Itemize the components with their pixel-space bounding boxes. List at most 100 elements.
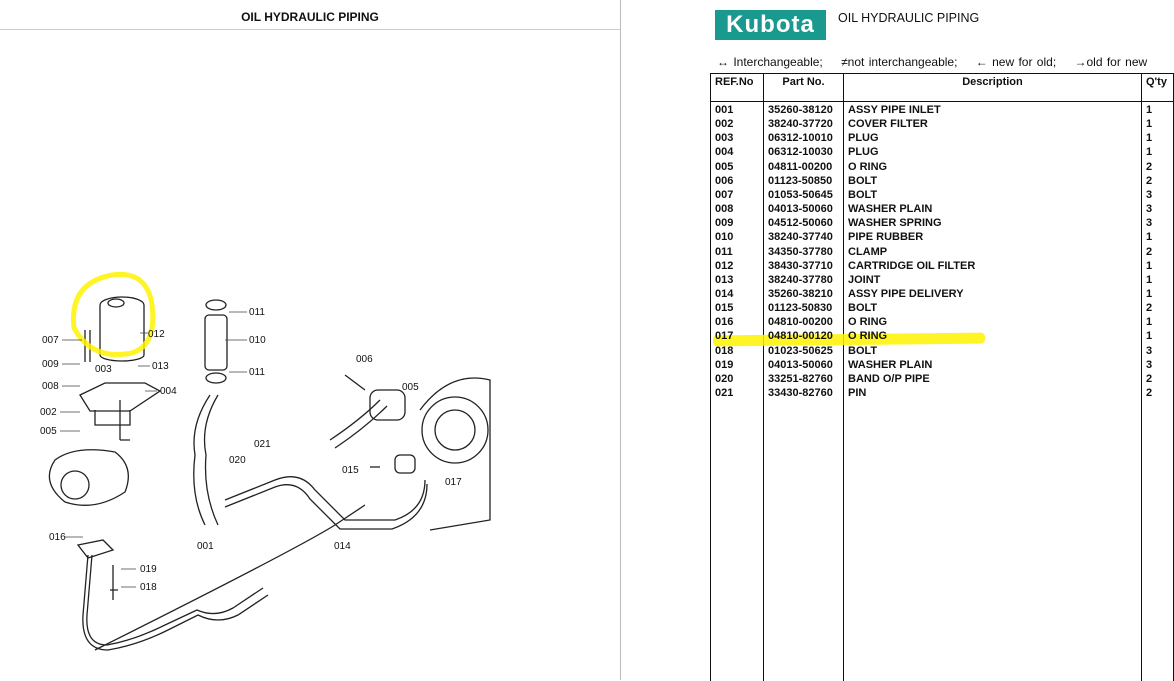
part-no-cell: 04810-00200 [768, 316, 833, 329]
table-row: 010 38240-37740 PIPE RUBBER 1 [711, 230, 1173, 244]
description-cell: PLUG [848, 146, 879, 159]
description-cell: BAND O/P PIPE [848, 372, 930, 385]
callout-005: 005 [40, 426, 57, 437]
diagram-title: OIL HYDRAULIC PIPING [241, 10, 379, 24]
callout-011: 011 [249, 307, 265, 318]
part-no-cell: 33251-82760 [768, 372, 833, 385]
interchangeability-legend: ↔ Interchangeable; ≠not interchangeable;… [717, 55, 1161, 69]
parts-list-title: OIL HYDRAULIC PIPING [838, 11, 980, 25]
callout-016: 016 [49, 532, 66, 543]
ref-no-cell: 019 [715, 358, 734, 371]
description-cell: BOLT [848, 188, 878, 201]
oil-filter-drawing [99, 296, 145, 362]
description-cell: PLUG [848, 132, 879, 145]
qty-cell: 1 [1146, 231, 1153, 244]
description-cell: BOLT [848, 174, 878, 187]
ref-no-cell: 002 [715, 118, 734, 131]
ref-no-cell: 003 [715, 132, 734, 145]
part-no-cell: 01123-50850 [768, 174, 833, 187]
part-no-cell: 38430-37710 [768, 259, 833, 272]
qty-cell: 1 [1146, 104, 1153, 116]
callout-003: 003 [95, 364, 112, 375]
qty-cell: 2 [1146, 387, 1153, 399]
ref-no-cell: 020 [715, 372, 734, 385]
qty-cell: 1 [1146, 287, 1153, 300]
legend-new-for-old: ← new for old; [975, 55, 1057, 69]
description-cell: PIN [848, 387, 867, 399]
ref-no-cell: 016 [715, 316, 734, 329]
callout-011b: 011 [249, 367, 265, 378]
ref-no-cell: 007 [715, 188, 734, 201]
ref-no-cell: 012 [715, 259, 734, 272]
callout-018: 018 [140, 582, 157, 593]
ref-no-cell: 010 [715, 231, 734, 244]
part-no-cell: 04013-50060 [768, 358, 833, 371]
part-no-cell: 04810-00120 [768, 330, 833, 343]
callout-006: 006 [356, 354, 373, 365]
description-cell: CLAMP [848, 245, 888, 258]
ref-no-cell: 015 [715, 302, 734, 315]
description-cell: PIPE RUBBER [848, 231, 924, 244]
description-cell: CARTRIDGE OIL FILTER [848, 259, 976, 272]
part-no-cell: 04512-50060 [768, 217, 833, 230]
legend-interchangeable: ↔ Interchangeable; [717, 55, 823, 69]
ref-no-cell: 008 [715, 203, 734, 216]
header-qty: Q'ty [1146, 76, 1167, 88]
legend-not-interchangeable: ≠not interchangeable; [841, 55, 958, 69]
exploded-parts-diagram: 007 012 009 003 013 008 004 002 005 011 … [40, 271, 491, 651]
callout-007: 007 [42, 335, 59, 346]
description-cell: BOLT [848, 302, 878, 315]
qty-cell: 3 [1146, 203, 1153, 216]
callout-015: 015 [342, 465, 359, 476]
qty-cell: 3 [1146, 217, 1153, 230]
title-rule [0, 29, 620, 30]
ref-no-cell: 005 [715, 160, 734, 173]
qty-cell: 2 [1146, 245, 1153, 258]
callout-001: 001 [197, 541, 214, 552]
page-divider [620, 0, 621, 680]
callout-002: 002 [40, 407, 57, 418]
qty-cell: 3 [1146, 344, 1153, 357]
highlight-circle [70, 271, 156, 358]
description-cell: ASSY PIPE INLET [848, 104, 941, 116]
part-no-cell: 38240-37740 [768, 231, 833, 244]
ref-no-cell: 001 [715, 104, 734, 116]
header-description: Description [962, 76, 1023, 88]
qty-cell: 2 [1146, 174, 1153, 187]
part-no-cell: 38240-37720 [768, 118, 833, 131]
qty-cell: 1 [1146, 316, 1153, 329]
callout-019: 019 [140, 564, 157, 575]
qty-cell: 1 [1146, 259, 1153, 272]
qty-cell: 2 [1146, 372, 1153, 385]
part-no-cell: 06312-10010 [768, 132, 833, 145]
part-no-cell: 33430-82760 [768, 387, 833, 399]
callout-014: 014 [334, 541, 351, 552]
part-no-cell: 04811-00200 [768, 160, 833, 173]
part-no-cell: 01053-50645 [768, 188, 833, 201]
part-no-cell: 04013-50060 [768, 203, 833, 216]
callout-012: 012 [148, 329, 165, 340]
callout-020: 020 [229, 455, 246, 466]
ref-no-cell: 004 [715, 146, 734, 159]
part-no-cell: 34350-37780 [768, 245, 833, 258]
header-ref-no: REF.No [715, 76, 754, 88]
ref-no-cell: 017 [715, 330, 734, 343]
part-no-cell: 06312-10030 [768, 146, 833, 159]
qty-cell: 1 [1146, 273, 1153, 286]
ref-no-cell: 013 [715, 273, 734, 286]
callout-005b: 005 [402, 382, 419, 393]
part-no-cell: 38240-37780 [768, 273, 833, 286]
description-cell: WASHER PLAIN [848, 203, 933, 216]
